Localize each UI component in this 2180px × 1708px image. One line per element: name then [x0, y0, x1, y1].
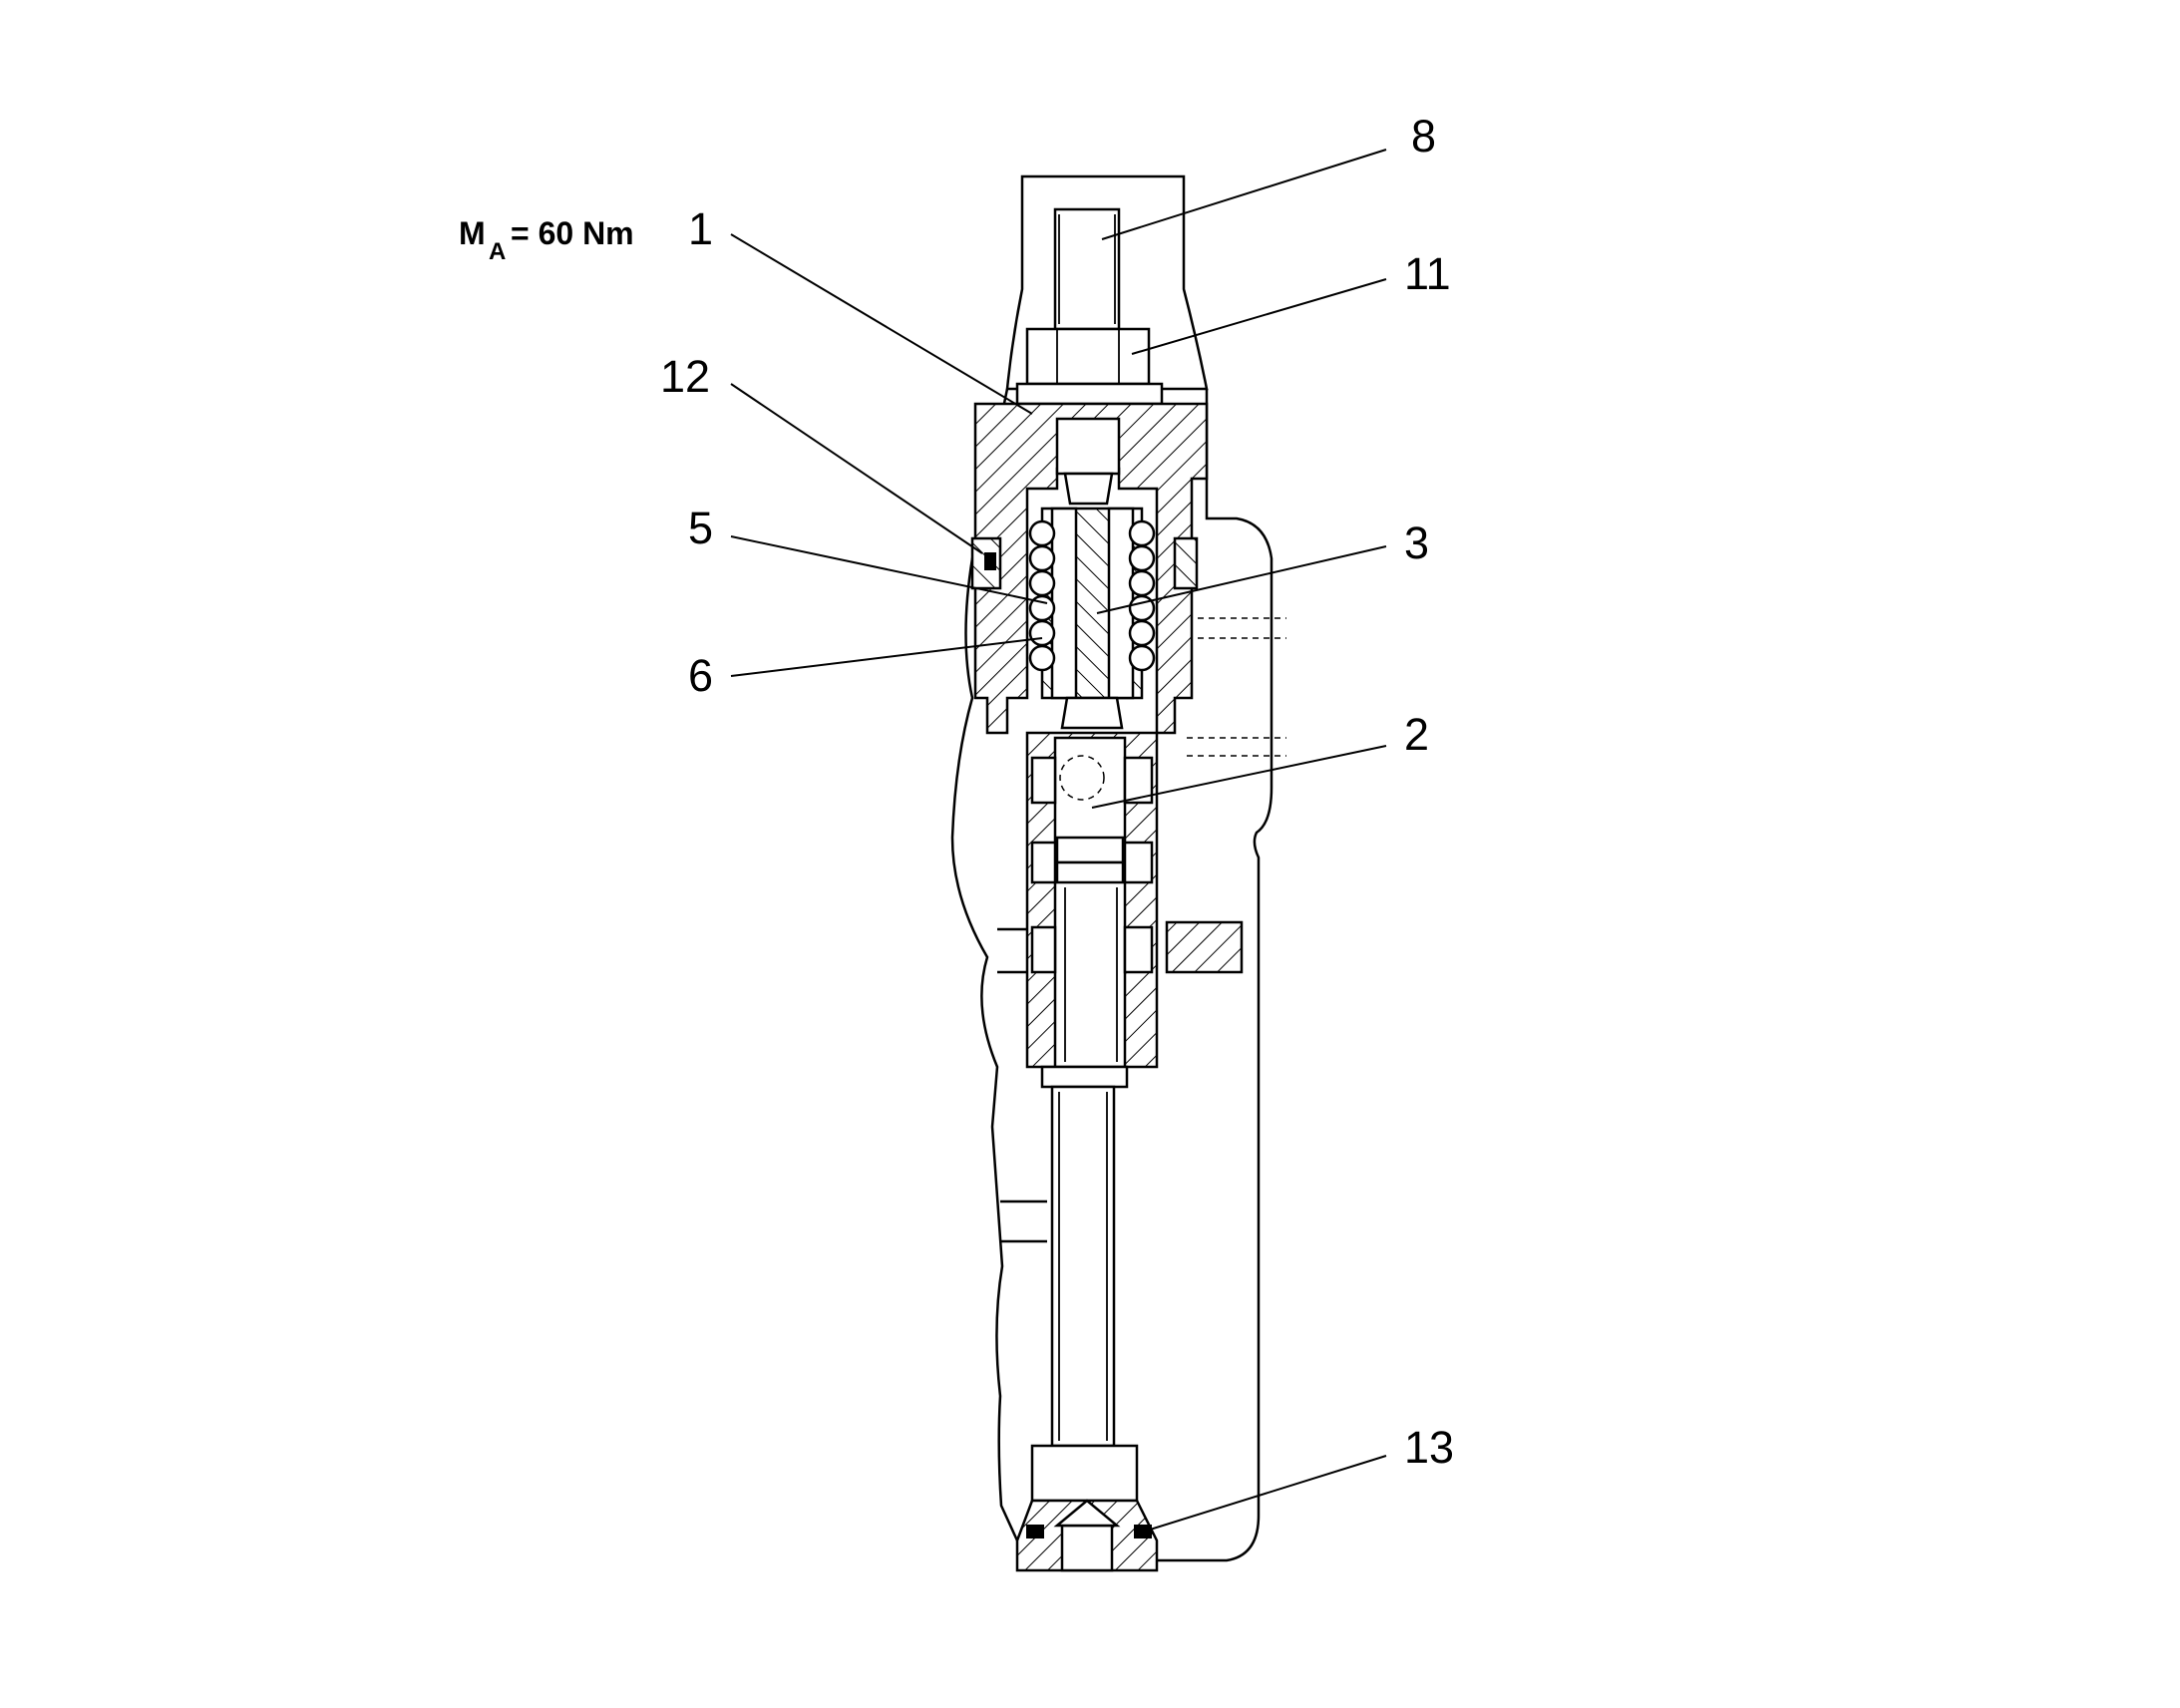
callout-3: 3	[1404, 517, 1429, 568]
housing-outline	[950, 174, 1286, 1562]
stem-tube	[1040, 1065, 1129, 1448]
leader-11	[1131, 278, 1387, 355]
callout-12: 12	[660, 351, 710, 402]
lock-nut	[1015, 327, 1164, 406]
spool-bore-body	[1025, 731, 1159, 1069]
callout-13: 13	[1404, 1422, 1454, 1473]
leader-2	[1091, 745, 1387, 809]
leader-13	[1146, 1455, 1387, 1532]
adjusting-screw	[1053, 207, 1121, 331]
piston-assembly	[1028, 507, 1156, 730]
callout-11: 11	[1404, 248, 1451, 299]
leader-8	[1101, 149, 1387, 240]
leader-12	[730, 383, 983, 554]
o-ring-seals	[970, 536, 1199, 590]
callout-2: 2	[1404, 709, 1429, 760]
callout-6: 6	[688, 650, 713, 701]
callout-labels: 1 2 3 5 6 8 11 12 13	[660, 111, 1454, 1473]
leader-6	[730, 637, 1043, 677]
torque-subscript: A	[489, 238, 506, 265]
leader-lines	[730, 149, 1387, 1532]
callout-8: 8	[1411, 111, 1436, 162]
callout-5: 5	[688, 503, 713, 553]
torque-value: = 60 Nm	[511, 215, 634, 251]
torque-annotation: M A = 60 Nm	[459, 215, 634, 265]
torque-symbol: M	[459, 215, 486, 251]
leader-5	[730, 535, 1048, 604]
bottom-plug	[1015, 1444, 1159, 1572]
callout-1: 1	[688, 203, 713, 254]
leader-1	[730, 233, 1033, 415]
leader-3	[1096, 545, 1387, 614]
